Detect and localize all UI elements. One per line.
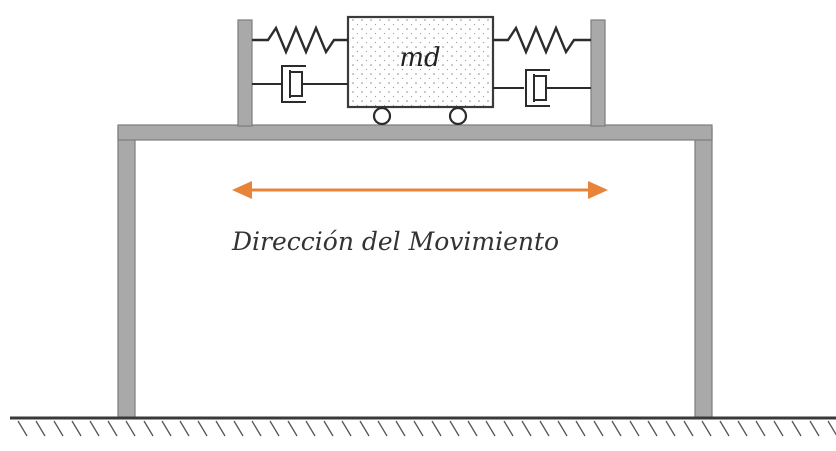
hatch-line	[629, 420, 640, 437]
hatch-line	[161, 420, 172, 437]
hatch-line	[269, 420, 280, 437]
arrow-head-right	[588, 181, 608, 199]
hatch-line	[737, 420, 748, 437]
mass-label: md	[399, 43, 440, 73]
hatch-line	[773, 420, 784, 437]
left-column	[117, 127, 136, 419]
roof-beam	[117, 124, 713, 141]
hatch-line	[557, 420, 568, 437]
hatch-line	[521, 420, 532, 437]
left-damper	[252, 65, 348, 103]
arrow-head-left	[232, 181, 252, 199]
hatch-line	[791, 420, 802, 437]
hatch-line	[107, 420, 118, 437]
left-spring	[252, 24, 348, 56]
hatch-line	[359, 420, 370, 437]
hatch-line	[665, 420, 676, 437]
left-damper-post	[237, 19, 253, 127]
hatch-line	[683, 420, 694, 437]
hatch-line	[701, 420, 712, 437]
hatch-line	[89, 420, 100, 437]
right-spring	[493, 24, 591, 56]
hatch-line	[413, 420, 424, 437]
hatch-line	[143, 420, 154, 437]
hatch-line	[71, 420, 82, 437]
hatch-line	[197, 420, 208, 437]
hatch-line	[233, 420, 244, 437]
hatch-line	[575, 420, 586, 437]
hatch-line	[827, 420, 836, 436]
hatch-line	[593, 420, 604, 437]
right-damper	[493, 69, 591, 107]
hatch-line	[485, 420, 496, 437]
hatch-line	[377, 420, 388, 437]
direction-label: Dirección del Movimiento	[231, 227, 559, 256]
hatch-line	[431, 420, 442, 437]
right-wheel	[448, 106, 468, 126]
hatch-line	[323, 420, 334, 437]
hatch-line	[179, 420, 190, 437]
hatch-line	[305, 420, 316, 437]
hatch-line	[17, 420, 28, 437]
hatch-line	[287, 420, 298, 437]
hatch-line	[53, 420, 64, 437]
hatch-line	[467, 420, 478, 437]
ground	[10, 416, 836, 437]
hatch-line	[755, 420, 766, 437]
mass-block	[346, 15, 495, 109]
hatch-line	[449, 420, 460, 437]
right-damper-post	[590, 19, 606, 127]
hatch-line	[251, 420, 262, 437]
tuned-mass: md	[346, 15, 495, 126]
hatch-line	[125, 420, 136, 437]
direction-arrow	[232, 181, 608, 199]
hatch-line	[647, 420, 658, 437]
building-frame	[117, 19, 713, 419]
hatch-line	[35, 420, 46, 437]
left-wheel	[372, 106, 392, 126]
hatch-line	[395, 420, 406, 437]
right-column	[694, 127, 713, 419]
hatch-line	[215, 420, 226, 437]
ground-hatching	[17, 420, 836, 437]
hatch-line	[719, 420, 730, 437]
hatch-line	[341, 420, 352, 437]
hatch-line	[611, 420, 622, 437]
hatch-line	[503, 420, 514, 437]
hatch-line	[539, 420, 550, 437]
hatch-line	[809, 420, 820, 437]
